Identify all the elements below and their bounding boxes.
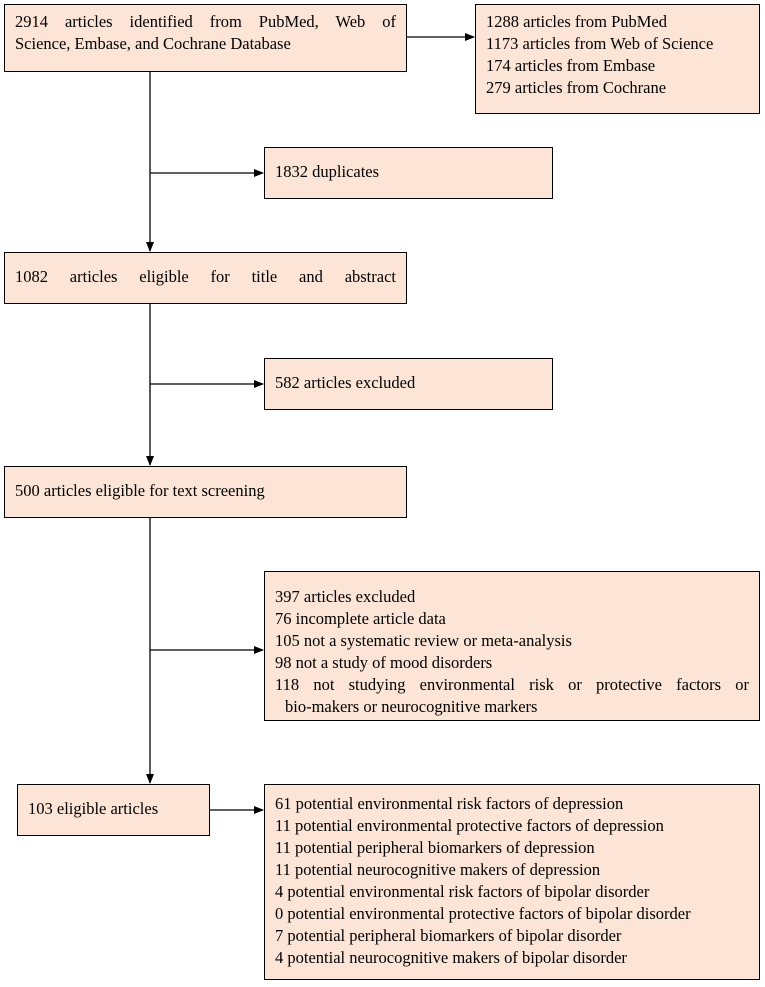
excluded-second-total: 397 articles excluded: [275, 587, 416, 606]
excluded-reason-not-studying-line-1: 118 not studying environmental risk or p…: [275, 675, 749, 694]
result-item: 4 potential neurocognitive makers of bip…: [275, 948, 627, 967]
result-item: 11 potential environmental protective fa…: [275, 816, 664, 835]
sources-box: 1288 articles from PubMed 1173 articles …: [475, 4, 760, 114]
excluded-reason-not-review: 105 not a systematic review or meta-anal…: [275, 631, 572, 650]
text-screening-text: 500 articles eligible for text screening: [15, 481, 265, 500]
text-screening-box: 500 articles eligible for text screening: [4, 466, 407, 518]
excluded-reason-not-studying-line-2: bio-makers or neurocognitive markers: [285, 697, 538, 716]
duplicates-text: 1832 duplicates: [275, 162, 380, 181]
result-item: 4 potential environmental risk factors o…: [275, 882, 650, 901]
source-pubmed: 1288 articles from PubMed: [486, 12, 668, 31]
result-item: 11 potential peripheral biomarkers of de…: [275, 838, 595, 857]
source-embase: 174 articles from Embase: [486, 56, 656, 75]
identified-line-1: 2914 articles identified from PubMed, We…: [15, 12, 396, 31]
identified-box: 2914 articles identified from PubMed, We…: [4, 4, 407, 72]
eligible-text: 103 eligible articles: [28, 799, 159, 818]
excluded-first-text: 582 articles excluded: [275, 373, 416, 392]
source-cochrane: 279 articles from Cochrane: [486, 78, 667, 97]
result-item: 0 potential environmental protective fac…: [275, 904, 691, 923]
result-item: 61 potential environmental risk factors …: [275, 794, 624, 813]
duplicates-box: 1832 duplicates: [264, 147, 553, 199]
result-item: 11 potential neurocognitive makers of de…: [275, 860, 601, 879]
source-web-of-science: 1173 articles from Web of Science: [486, 34, 714, 53]
excluded-reason-not-mood: 98 not a study of mood disorders: [275, 653, 493, 672]
excluded-first-box: 582 articles excluded: [264, 358, 553, 410]
result-item: 7 potential peripheral biomarkers of bip…: [275, 926, 622, 945]
results-box: 61 potential environmental risk factors …: [264, 784, 760, 980]
eligible-box: 103 eligible articles: [17, 784, 210, 836]
excluded-reason-incomplete: 76 incomplete article data: [275, 609, 446, 628]
identified-line-2: Science, Embase, and Cochrane Database: [15, 34, 291, 53]
excluded-second-box: 397 articles excluded 76 incomplete arti…: [264, 571, 760, 721]
title-abstract-text: 1082 articles eligible for title and abs…: [15, 267, 396, 286]
title-abstract-box: 1082 articles eligible for title and abs…: [4, 252, 407, 304]
